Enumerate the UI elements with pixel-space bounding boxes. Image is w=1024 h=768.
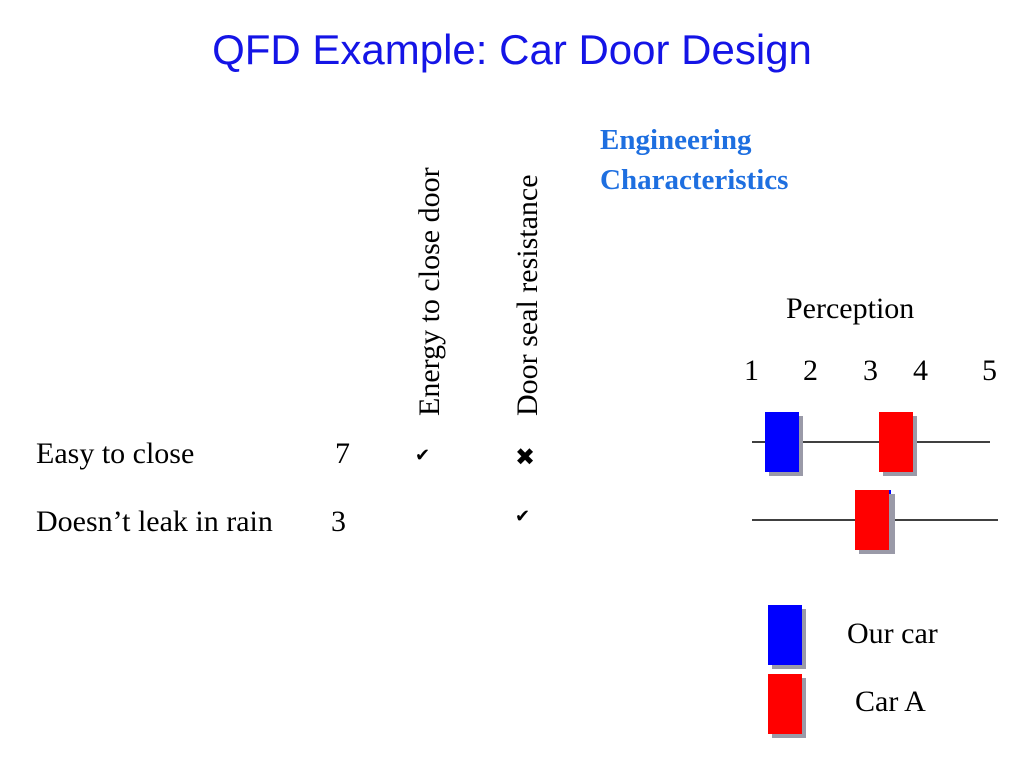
heading-line-2: Characteristics: [600, 164, 789, 196]
our-car-bar-row-2: [877, 490, 891, 550]
perception-bars: [765, 412, 917, 554]
cross-icon: ✖: [515, 443, 536, 471]
legend-swatch-car-a: [768, 674, 802, 734]
requirement-importance-doesnt-leak-in-rain: 3: [331, 505, 346, 538]
legend-swatch-our-car-shadow: [772, 609, 806, 669]
perception-scale-3: 3: [863, 354, 878, 387]
column-header-energy-to-close-door: Energy to close door: [413, 167, 446, 416]
car-a-bar-row-1-shadow: [883, 416, 917, 476]
engineering-characteristics-heading: Engineering Characteristics: [600, 120, 788, 200]
perception-scale-5: 5: [982, 354, 997, 387]
car-a-bar-row-2-shadow: [859, 494, 893, 554]
requirement-label-doesnt-leak-in-rain: Doesn’t leak in rain: [36, 505, 273, 538]
car-a-bar-row-1: [879, 412, 913, 472]
legend-swatch-our-car: [768, 605, 802, 665]
car-a-bar-row-2: [855, 490, 889, 550]
our-car-bar-row-1: [765, 412, 799, 472]
our-car-bar-row-2-shadow: [881, 494, 895, 554]
requirement-label-easy-to-close: Easy to close: [36, 437, 195, 470]
heading-line-1: Engineering: [600, 124, 752, 156]
legend-label-car-a: Car A: [855, 685, 926, 718]
our-car-bar-row-1-shadow: [769, 416, 803, 476]
perception-scale-4: 4: [913, 354, 928, 387]
check-icon: ✔: [515, 506, 531, 527]
slide-title: QFD Example: Car Door Design: [212, 26, 812, 73]
perception-scale-2: 2: [803, 354, 818, 387]
requirement-importance-easy-to-close: 7: [335, 437, 350, 470]
legend-swatch-car-a-shadow: [772, 678, 806, 738]
perception-scale-1: 1: [744, 354, 759, 387]
legend-swatches: [768, 605, 806, 738]
perception-label: Perception: [786, 292, 915, 325]
check-icon: ✔: [415, 445, 431, 466]
legend-label-our-car: Our car: [847, 617, 938, 650]
column-header-door-seal-resistance: Door seal resistance: [511, 174, 544, 416]
